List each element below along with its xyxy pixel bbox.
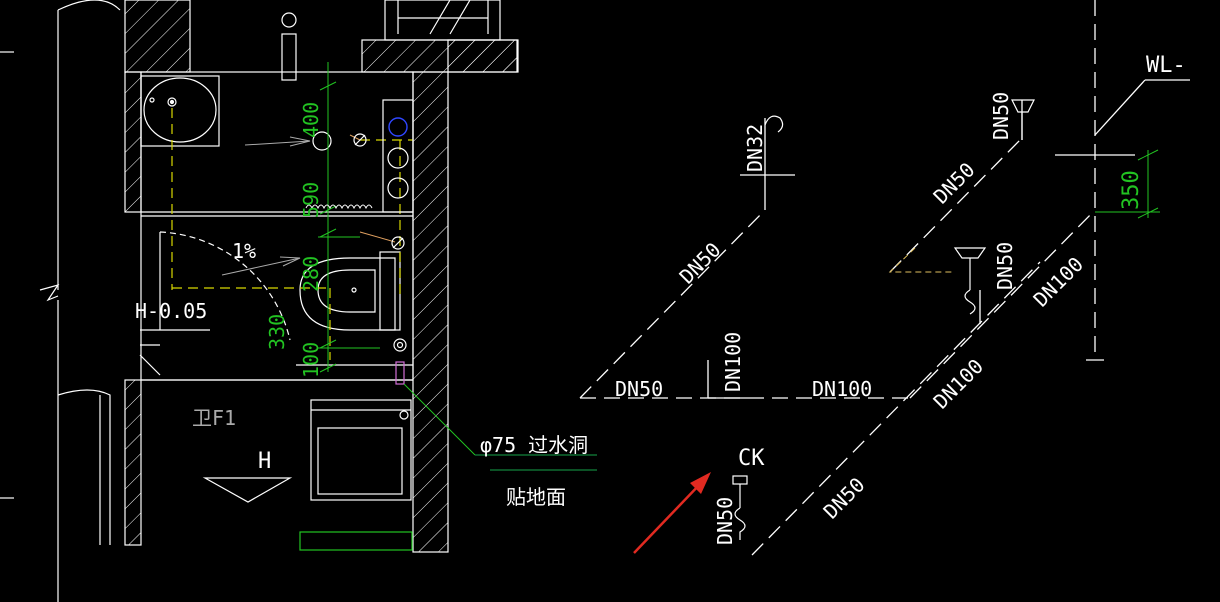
wash-basin [140, 75, 220, 147]
sink-drain-wave [305, 204, 373, 210]
riser-pipes [579, 0, 1096, 556]
level-mark-triangle [202, 477, 293, 503]
yellow-branch [888, 247, 955, 273]
dn50-label-b: DN50 [929, 158, 980, 209]
dn100-label-b: DN100 [812, 377, 872, 401]
plan-drain-lines [171, 108, 413, 360]
ck-trap [732, 475, 748, 540]
dn100-label-a: DN100 [721, 332, 745, 392]
wall-left [124, 71, 142, 213]
wall-left-lower [124, 379, 142, 546]
blue-pipe-marker [388, 117, 408, 137]
elevation-label: H-0.05 [135, 299, 207, 323]
dn100-label-d: DN100 [929, 354, 989, 414]
hole-note-label: 贴地面 [506, 485, 566, 509]
dn50-label-d: DN50 [993, 242, 1017, 290]
dim-350-lines [1095, 149, 1160, 219]
plan-drain-points [312, 99, 414, 352]
hole-size-label: φ75 过水洞 [480, 433, 588, 457]
wall-right [412, 71, 449, 553]
dn50-label-c: DN50 [989, 92, 1013, 140]
ck-label: CK [738, 446, 765, 471]
red-arrow-icon [633, 472, 711, 554]
dim-100: 100 [299, 342, 323, 378]
wall-top-left [124, 0, 191, 73]
dn50-trap-label: DN50 [713, 497, 737, 545]
dim-280: 280 [299, 256, 323, 292]
plan-flow-arrows [221, 136, 311, 276]
slope-label: 1% [232, 239, 256, 263]
dn100-label-c: DN100 [1029, 252, 1089, 312]
wl-label: WL- [1146, 53, 1186, 78]
dim-330: 330 [265, 314, 289, 350]
dn32-label: DN32 [743, 124, 767, 172]
riser-solid-lines [707, 79, 1190, 399]
hole-marker [395, 361, 405, 385]
dn32-hook [764, 115, 784, 133]
washing-machine [310, 399, 412, 501]
dim-400: 400 [299, 102, 323, 138]
mid-trap [953, 247, 987, 315]
plan-dimension-lines [318, 62, 597, 471]
level-mark-label: H [258, 449, 271, 474]
dim-590: 590 [299, 182, 323, 218]
dim-350-label: 350 [1119, 170, 1144, 210]
dn50-label-a: DN50 [675, 238, 726, 289]
dn50-label-e: DN50 [615, 377, 663, 401]
dn50-top-trap [1011, 99, 1035, 140]
plan-walls [0, 0, 519, 602]
window [384, 0, 501, 41]
wall-top-right-block [447, 39, 519, 73]
room-label: 卫F1 [192, 406, 236, 430]
